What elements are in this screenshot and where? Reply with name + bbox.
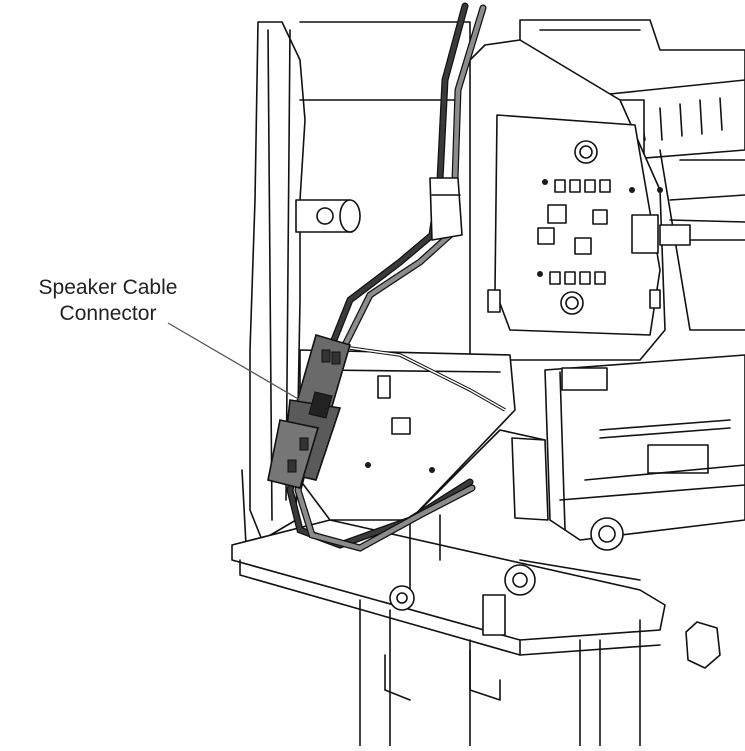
standoff-post: [295, 199, 361, 233]
speaker-cable-connector: [267, 334, 351, 489]
circuit-board: [469, 39, 691, 361]
callout-label: Speaker Cable Connector: [8, 275, 208, 327]
callout-leader-line: [167, 322, 301, 401]
display-module: [389, 354, 745, 636]
callout-label-line-2: Connector: [59, 302, 157, 325]
callout-label-line-1: Speaker Cable: [38, 276, 178, 299]
enclosure-housing: [231, 21, 721, 747]
